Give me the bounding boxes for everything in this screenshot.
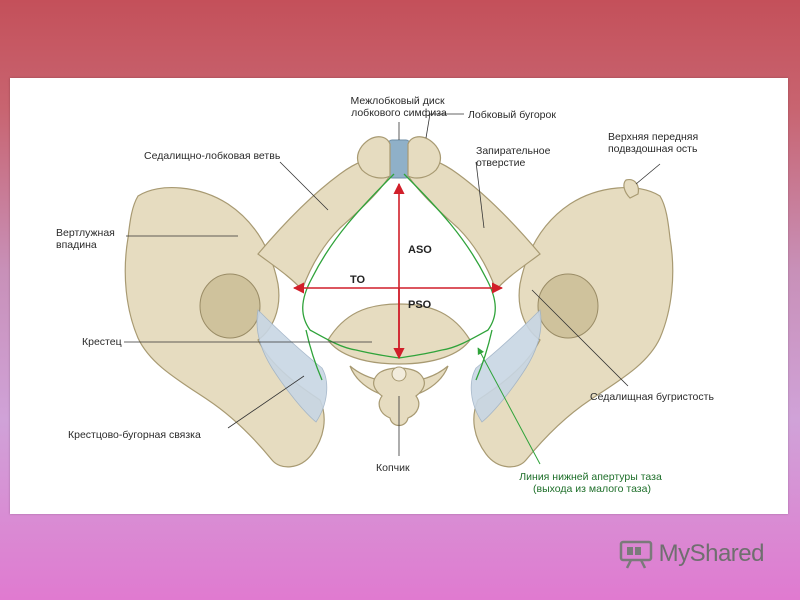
pso-label: PSO — [408, 299, 432, 311]
leader-ischiopubic — [279, 161, 329, 211]
aso-label: ASO — [408, 244, 432, 256]
right-sacrotuberous-ligament — [470, 309, 542, 423]
label-ischiopubic-ramus: Седалищно-лобковая ветвь — [144, 150, 281, 162]
to-label: TO — [350, 274, 366, 286]
leader-outlet — [477, 347, 541, 465]
right-asis — [623, 179, 639, 199]
right-acetabulum — [537, 273, 599, 339]
label-sacrum: Крестец — [82, 336, 122, 348]
leader-obturator — [475, 161, 485, 229]
label-obturator-foramen: Запирательное отверстие — [476, 145, 553, 169]
label-acetabulum: Вертлужная впадина — [56, 227, 118, 251]
pelvis-diagram: ASO TO PSO Межлобковый диск лобкового си… — [56, 95, 714, 495]
projector-icon — [619, 540, 652, 569]
label-asis: Верхняя передняя подвздошная ость — [608, 131, 701, 155]
leader-ischial-tuberosity — [531, 289, 629, 387]
watermark-text: MyShared — [658, 540, 765, 567]
leader-asis — [635, 163, 661, 185]
right-pubic-body — [407, 136, 442, 179]
label-pubic-tubercle: Лобковый бугорок — [468, 109, 556, 121]
watermark: MyShared — [619, 536, 765, 572]
pubic-symphysis-disc — [387, 139, 411, 179]
label-sacrotuberous-ligament: Крестцово-бугорная связка — [68, 429, 201, 441]
left-hip-bone — [124, 157, 393, 468]
diagram-panel: ASO TO PSO Межлобковый диск лобкового си… — [10, 78, 788, 514]
label-symphysis-disc: Межлобковый диск лобкового симфиза — [351, 95, 448, 119]
leader-pubic-tubercle — [425, 113, 464, 139]
label-outlet-line: Линия нижней апертуры таза (выхода из ма… — [519, 471, 664, 495]
label-coccyx: Копчик — [376, 462, 410, 474]
left-acetabulum — [199, 273, 261, 339]
label-ischial-tuberosity: Седалищная бугристость — [590, 391, 714, 403]
left-sacrotuberous-ligament — [256, 309, 328, 423]
left-pubic-body — [356, 136, 391, 179]
leader-sacrotuberous — [227, 375, 305, 429]
